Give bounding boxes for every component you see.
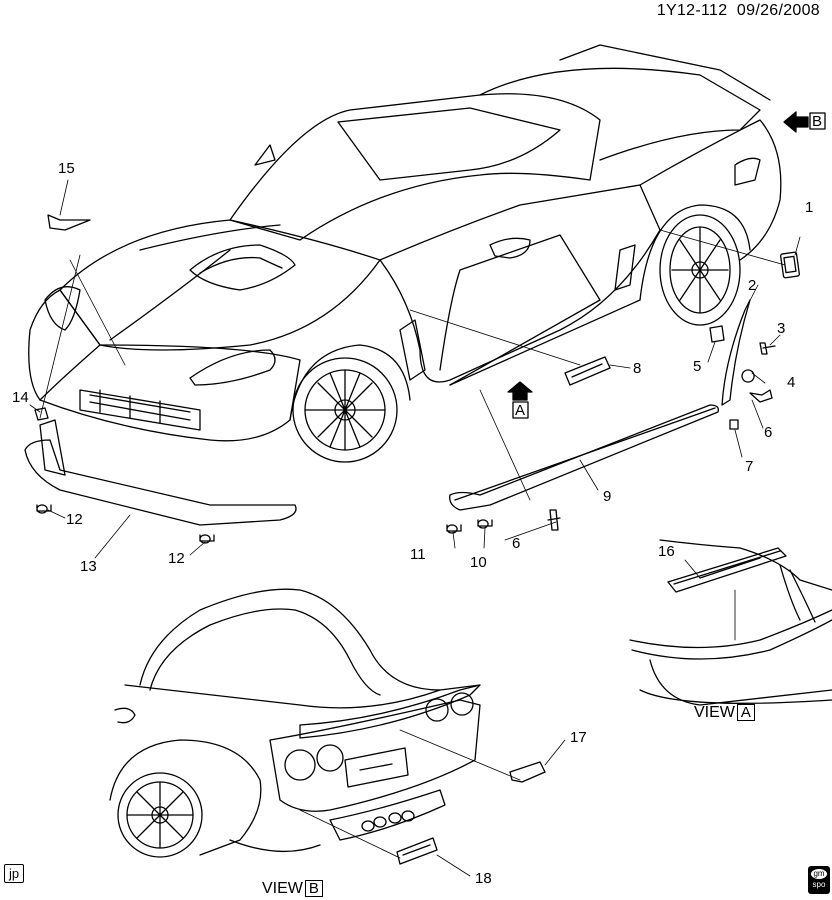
- illustrator-tag: jp: [4, 864, 25, 883]
- screw-part-6b: [547, 509, 561, 531]
- front-splitter-part: [24, 419, 297, 526]
- nut-part-12a: [36, 504, 52, 514]
- callout-3: 3: [777, 320, 785, 337]
- clip-part-7: [729, 419, 739, 430]
- callout-4: 4: [787, 374, 795, 391]
- bolt-part-3: [759, 342, 776, 355]
- callout-7: 7: [745, 458, 753, 475]
- callout-8: 8: [633, 360, 641, 377]
- callout-6b: 6: [512, 535, 520, 552]
- callout-2: 2: [748, 277, 756, 294]
- callout-13: 13: [80, 558, 97, 575]
- view-b-illustration: [109, 588, 566, 877]
- diagram-date: 09/26/2008: [736, 2, 820, 19]
- view-a-illustration: [629, 539, 832, 706]
- callout-12b: 12: [168, 550, 185, 567]
- arrow-b-marker: [783, 111, 809, 133]
- badge-part-8: [564, 356, 611, 386]
- nut-part-10: [477, 519, 493, 529]
- callout-10: 10: [470, 554, 487, 571]
- emblem-part-15: [47, 214, 91, 231]
- callout-14: 14: [12, 389, 29, 406]
- screw-part-6a: [749, 389, 773, 403]
- clip-part-5: [709, 325, 725, 343]
- arrow-a-letter: A: [515, 402, 525, 419]
- rocker-end-part: [721, 299, 751, 406]
- view-b-letter: B: [304, 880, 323, 897]
- car-main-illustration: [28, 44, 782, 463]
- nut-part-12b: [199, 534, 215, 544]
- callout-15: 15: [58, 160, 75, 177]
- clip-part-14: [34, 407, 49, 421]
- callout-17: 17: [570, 729, 587, 746]
- diagram-code: 1Y12-112: [656, 2, 728, 19]
- rocker-panel-part: [449, 404, 719, 511]
- view-a-letter: A: [736, 704, 755, 721]
- callout-5: 5: [693, 358, 701, 375]
- nut-part-11: [446, 524, 462, 534]
- arrow-a-marker: [507, 381, 533, 401]
- arrow-b-letter: B: [812, 113, 822, 130]
- diagram-reference-code: 1Y12-112 09/26/2008: [657, 2, 820, 20]
- emblem-part-1: [780, 251, 800, 279]
- callout-16: 16: [658, 543, 675, 560]
- callout-18: 18: [475, 870, 492, 887]
- callout-9: 9: [603, 488, 611, 505]
- callout-1: 1: [805, 199, 813, 216]
- callout-11: 11: [410, 546, 426, 563]
- callout-6a: 6: [764, 424, 772, 441]
- nut-part-4: [741, 369, 755, 383]
- callout-12a: 12: [66, 511, 83, 528]
